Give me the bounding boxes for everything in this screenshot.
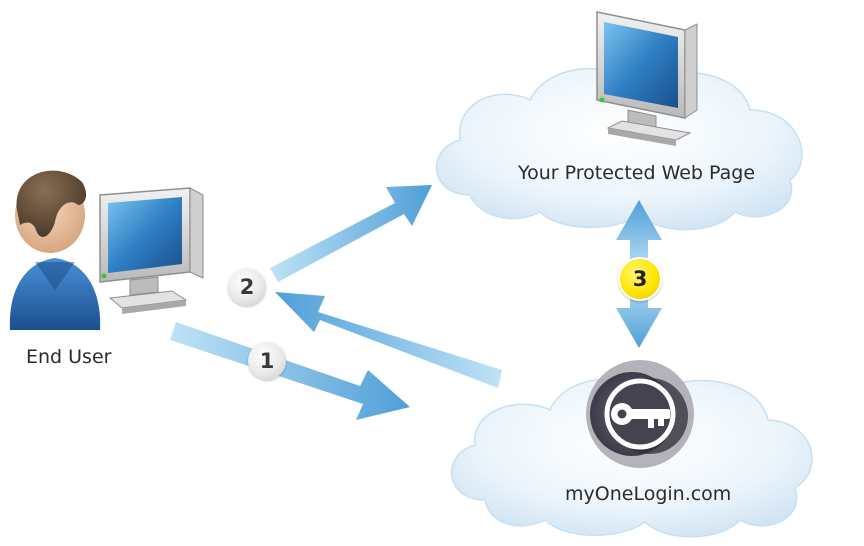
end-user-label: End User [26,346,112,368]
web-server-monitor-icon [596,11,698,146]
onelogin-key-logo-icon [586,360,694,468]
step2-badge: 2 [228,268,266,306]
step1-badge: 1 [248,342,286,380]
end-user-monitor-icon [99,187,204,314]
step2-return-arrow [275,292,502,388]
step1-arrow [170,322,410,420]
end-user-avatar-icon [9,170,101,330]
protected-page-cloud [435,67,803,231]
protected-page-label: Your Protected Web Page [518,162,756,184]
onelogin-label: myOneLogin.com [565,483,732,505]
step2-forward-arrow [270,185,432,282]
step3-badge: 3 [618,257,662,301]
